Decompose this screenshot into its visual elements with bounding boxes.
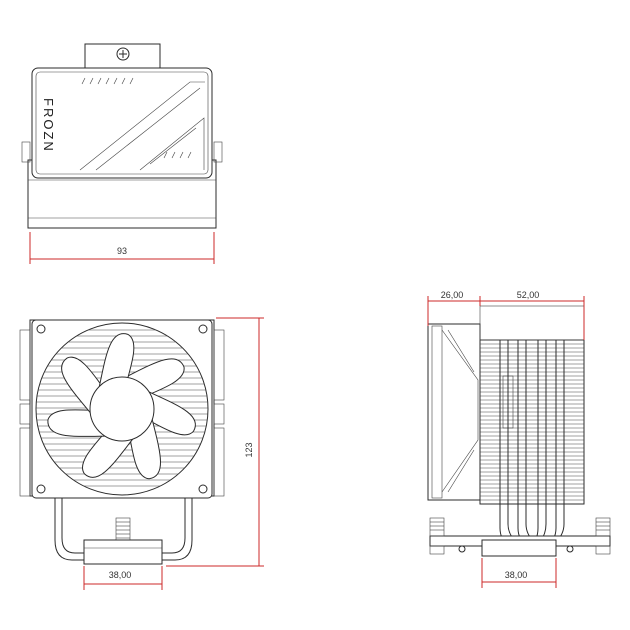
side-spring-left bbox=[429, 517, 445, 555]
top-mount-tab bbox=[84, 43, 161, 68]
fan-hub bbox=[89, 376, 155, 442]
fan-screw-hole bbox=[198, 324, 208, 334]
fan-opening bbox=[35, 322, 209, 496]
side-fan bbox=[427, 323, 481, 501]
fan-depth-dimension-label: 26,00 bbox=[441, 290, 464, 300]
top-fan-shroud bbox=[31, 67, 213, 179]
front-base-dimension-label: 38,00 bbox=[109, 570, 132, 580]
side-fin-stack bbox=[479, 339, 585, 505]
side-base-dimension-label: 38,00 bbox=[505, 570, 528, 580]
front-heatpipe-left bbox=[54, 496, 84, 561]
fan-screw-hole bbox=[198, 484, 208, 494]
side-base-plate bbox=[481, 539, 557, 557]
fin-depth-dimension-label: 52,00 bbox=[517, 290, 540, 300]
fan-screw-hole bbox=[36, 484, 46, 494]
fan-screw-hole bbox=[36, 324, 46, 334]
front-heatpipe-right bbox=[162, 496, 193, 561]
brand-logo: FROZN bbox=[41, 98, 56, 153]
top-view: FROZN 93 bbox=[21, 43, 223, 264]
front-base-plate bbox=[83, 539, 163, 565]
front-spring-left bbox=[115, 517, 131, 543]
side-fin-lines bbox=[480, 343, 584, 501]
front-view: 123 38,00 bbox=[19, 317, 264, 590]
height-dimension-label: 123 bbox=[244, 442, 254, 457]
side-spring-right bbox=[595, 517, 611, 555]
width-dimension-label: 93 bbox=[117, 246, 127, 256]
screw-icon bbox=[116, 47, 130, 61]
side-view: 26,00 52,00 38,00 bbox=[427, 290, 611, 588]
